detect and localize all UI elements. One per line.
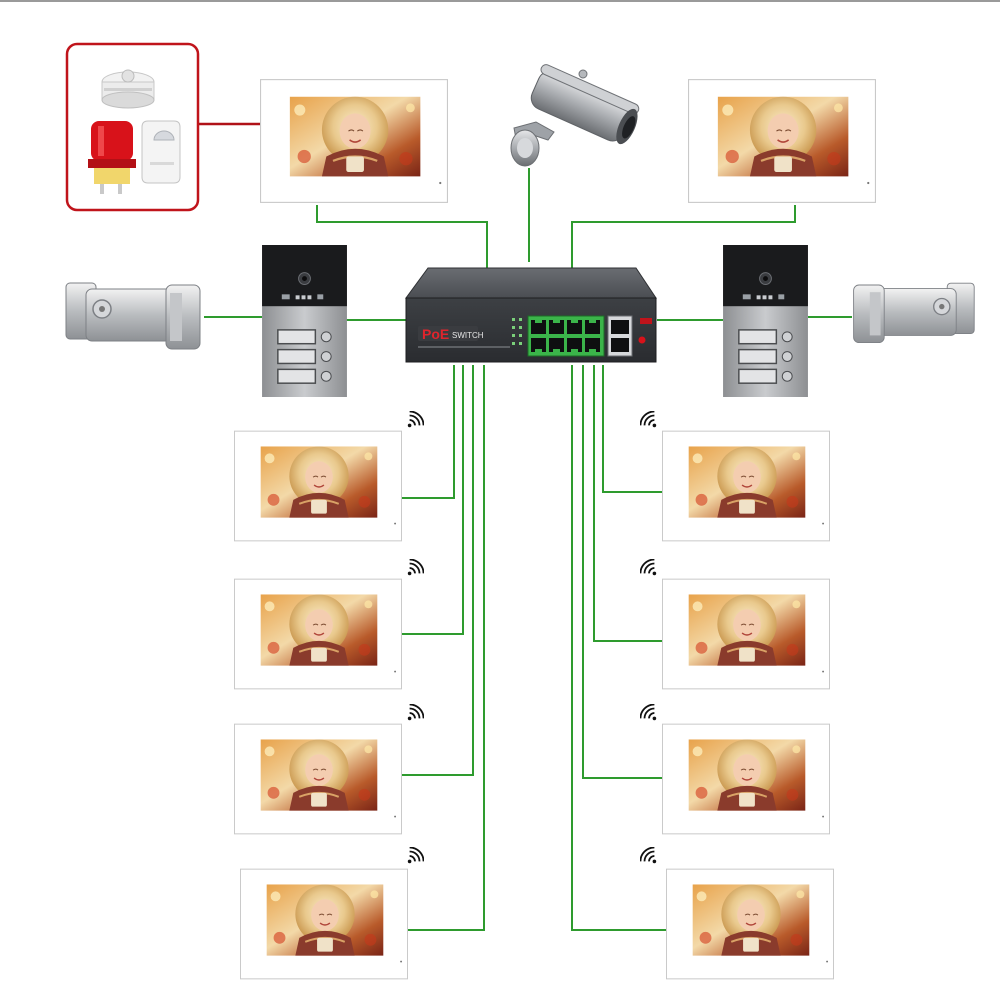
- wire-left-monitor-4: [407, 365, 485, 931]
- bullet-camera-icon: [510, 64, 640, 167]
- door-station-left: [262, 245, 347, 397]
- monitor-right-3: [662, 723, 830, 835]
- wire-top-left-monitor: [316, 205, 488, 270]
- monitor-left-1: [234, 430, 402, 542]
- monitor-right-2: [662, 578, 830, 690]
- wifi-icon: [640, 704, 658, 722]
- poe-switch: PoE SWITCH: [405, 267, 657, 363]
- wifi-icon: [406, 559, 424, 577]
- monitor-left-2: [234, 578, 402, 690]
- pir-sensor-icon: [141, 120, 181, 184]
- monitor-left-4: [240, 868, 408, 980]
- monitor-right-1: [662, 430, 830, 542]
- monitor-top-left: [260, 78, 448, 204]
- wire-left-monitor-1: [402, 365, 455, 499]
- wire-right-monitor-4: [571, 365, 666, 931]
- wire-right-monitor-1: [602, 365, 662, 493]
- wire-right-monitor-3: [582, 365, 662, 779]
- alarm-sensor-group: [65, 42, 200, 212]
- wifi-icon: [406, 847, 424, 865]
- poe-ports: [527, 315, 605, 357]
- door-station-right: [723, 245, 808, 397]
- network-wiring: [204, 168, 852, 931]
- electric-lock-right: [852, 282, 975, 344]
- wifi-icon: [406, 411, 424, 429]
- wire-right-monitor-2: [593, 365, 662, 642]
- wire-left-monitor-3: [402, 365, 474, 776]
- strobe-siren-icon: [88, 121, 136, 194]
- cctv-camera: [510, 64, 640, 167]
- top-border-line: [0, 0, 1000, 2]
- wifi-icon: [640, 411, 658, 429]
- uplink-ports: [607, 315, 633, 357]
- smoke-detector-icon: [101, 69, 155, 109]
- switch-brand-label: PoE: [422, 326, 449, 342]
- electric-lock-left: [65, 282, 201, 350]
- switch-model-label: SWITCH: [452, 331, 484, 340]
- monitor-left-3: [234, 723, 402, 835]
- wire-left-monitor-2: [402, 365, 464, 635]
- monitor-right-4: [666, 868, 834, 980]
- wifi-icon: [406, 704, 424, 722]
- wifi-icon: [640, 559, 658, 577]
- wire-top-right-monitor: [571, 205, 796, 270]
- monitor-top-right: [688, 78, 876, 204]
- wifi-icon: [640, 847, 658, 865]
